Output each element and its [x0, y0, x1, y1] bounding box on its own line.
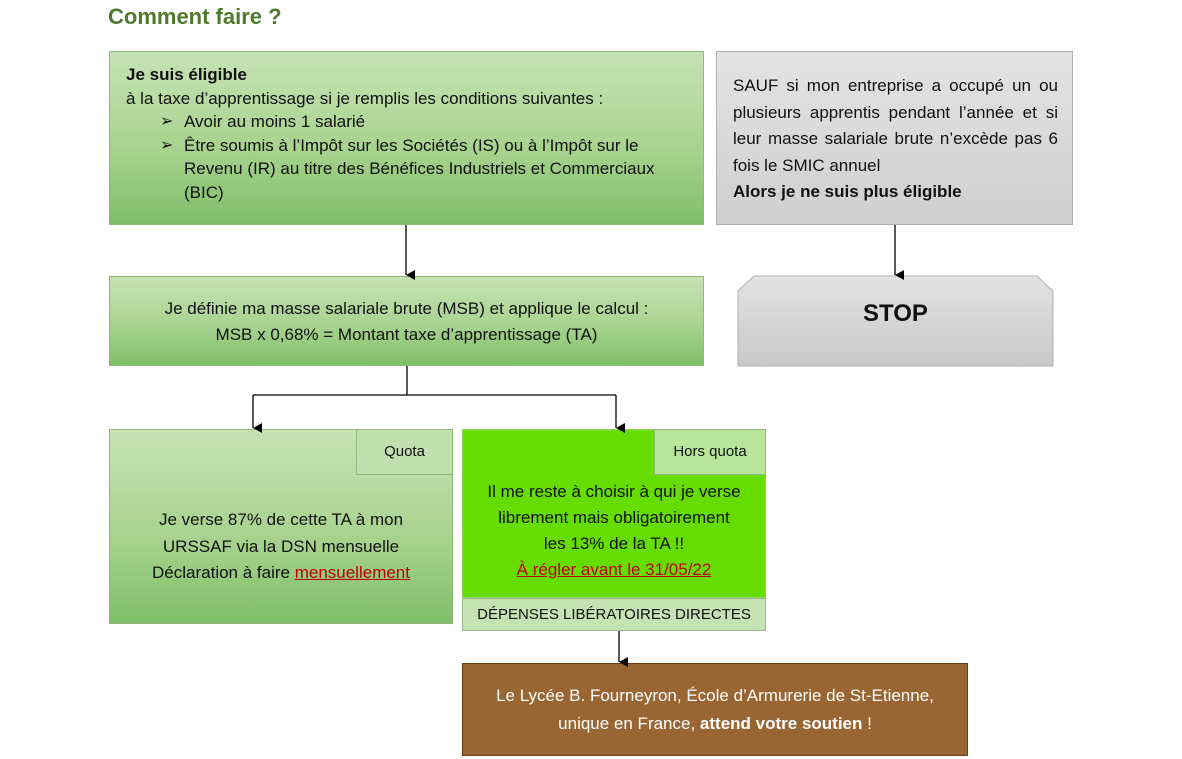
deadline-link[interactable]: À régler avant le 31/05/22 — [516, 560, 712, 579]
quota-text: Je verse 87% de cette TA à mon URSSAF vi… — [110, 507, 452, 587]
hors-quota-text: Il me reste à choisir à qui je verse lib… — [463, 479, 765, 583]
calculation-line-2: MSB x 0,68% = Montant taxe d’apprentissa… — [215, 325, 598, 344]
conditions-list: ➢ Avoir au moins 1 salarié ➢ Être soumis… — [126, 110, 693, 204]
stop-label: STOP — [863, 300, 928, 327]
exception-box: SAUF si mon entreprise a occupé un ou pl… — [716, 51, 1073, 225]
quota-line-3-prefix: Déclaration à faire — [152, 563, 295, 582]
hors-quota-tab: Hors quota — [654, 429, 766, 475]
support-line-1: Le Lycée B. Fourneyron, École d’Armureri… — [496, 686, 934, 705]
quota-box: Quota Je verse 87% de cette TA à mon URS… — [109, 429, 453, 624]
support-line-2: unique en France, attend votre soutien ! — [471, 710, 959, 738]
support-line-2-bold: attend votre soutien — [699, 714, 863, 733]
quota-line-1: Je verse 87% de cette TA à mon — [158, 510, 404, 529]
quota-line-2: URSSAF via la DSN mensuelle — [162, 536, 400, 556]
calculation-line-1: Je définie ma masse salariale brute (MSB… — [164, 299, 649, 318]
quota-tab: Quota — [356, 429, 453, 475]
support-line-2-suffix: ! — [862, 714, 872, 733]
monthly-link[interactable]: mensuellement — [294, 563, 410, 582]
condition-text: Avoir au moins 1 salarié — [184, 112, 366, 131]
hors-quota-line-1: Il me reste à choisir à qui je verse — [487, 482, 741, 501]
condition-item: ➢ Avoir au moins 1 salarié — [126, 110, 693, 134]
hors-quota-box: Hors quota Il me reste à choisir à qui j… — [462, 429, 766, 598]
calculation-box: Je définie ma masse salariale brute (MSB… — [109, 276, 704, 366]
hors-quota-line-2: librement mais obligatoirement — [498, 508, 730, 527]
support-box: Le Lycée B. Fourneyron, École d’Armureri… — [462, 663, 968, 756]
quota-line-3: Déclaration à faire mensuellement — [110, 560, 452, 587]
eligibility-box: Je suis éligible à la taxe d’apprentissa… — [109, 51, 704, 225]
condition-text: Être soumis à l’Impôt sur les Sociétés (… — [184, 135, 655, 202]
arrow-bullet-icon: ➢ — [160, 136, 174, 154]
exception-conclusion: Alors je ne suis plus éligible — [733, 182, 962, 201]
arrow-bullet-icon: ➢ — [160, 113, 174, 130]
eligibility-heading: Je suis éligible — [126, 65, 247, 84]
eligibility-intro: à la taxe d’apprentissage si je remplis … — [126, 88, 604, 108]
expenses-footer: DÉPENSES LIBÉRATOIRES DIRECTES — [462, 598, 766, 631]
page-title: Comment faire ? — [108, 4, 282, 29]
exception-text: SAUF si mon entreprise a occupé un ou pl… — [733, 76, 1058, 175]
condition-item: ➢ Être soumis à l’Impôt sur les Sociétés… — [126, 134, 693, 205]
support-line-2-prefix: unique en France, — [558, 714, 700, 733]
hors-quota-line-3: les 13% de la TA !! — [543, 534, 685, 553]
